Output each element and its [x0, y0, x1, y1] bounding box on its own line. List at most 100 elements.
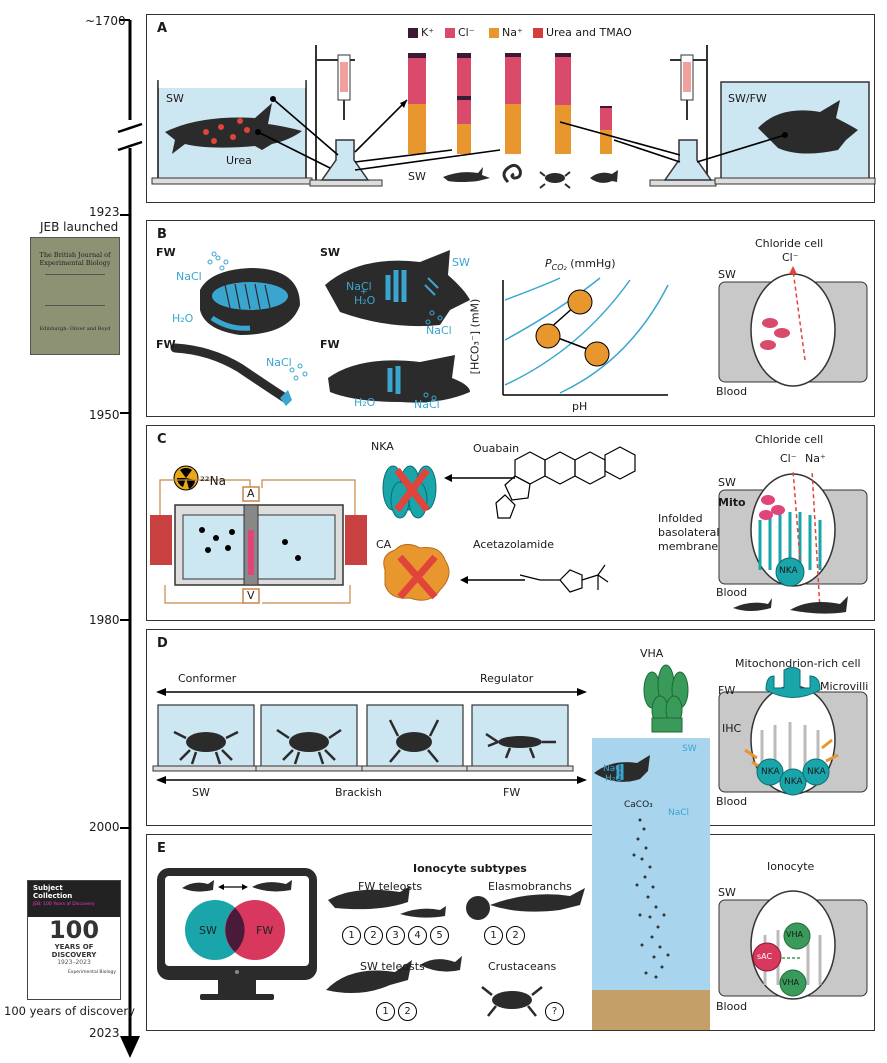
c-blood: Blood — [716, 586, 748, 599]
num-circle: 4 — [408, 926, 427, 945]
d-fw: FW — [503, 786, 521, 799]
e-ionocyte-subtypes: Ionocyte subtypes — [413, 862, 527, 875]
d-brackish: Brackish — [335, 786, 382, 799]
e-ionocyte: Ionocyte — [767, 860, 815, 873]
legend-cl: Cl⁻ — [458, 26, 475, 39]
b-h2o3: H₂O — [354, 396, 376, 409]
num-circle: ? — [545, 1002, 564, 1021]
d-vha: VHA — [640, 647, 664, 660]
num-circle: 1 — [376, 1002, 395, 1021]
d-sw: SW — [192, 786, 210, 799]
d-fish-caco3: CaCO₃ — [624, 800, 653, 810]
c-na22: ²²Na — [200, 474, 226, 488]
e-elasmobranchs: Elasmobranchs — [488, 880, 572, 893]
b-fw3: FW — [320, 338, 340, 351]
b-h2o2: H₂O — [354, 294, 376, 307]
e-ocean-fish-icon — [594, 755, 650, 782]
e-fw-teleosts: FW teleosts — [358, 880, 423, 893]
collection-subtitle: JEB: 100 Years of Discovery — [33, 902, 95, 907]
collection-100: 100 — [48, 916, 100, 944]
e-fw-numbers: 1 2 3 4 5 — [342, 926, 449, 945]
b-pco2-p: P — [545, 257, 552, 270]
year-1950: 1950 — [89, 408, 120, 422]
num-circle: 5 — [430, 926, 449, 945]
journal-cover: The British Journal of Experimental Biol… — [30, 237, 120, 355]
c-infolded1: Infolded — [658, 512, 703, 525]
panel-c-label: C — [157, 432, 167, 447]
e-sac: sAC — [757, 952, 773, 961]
b-nacl4: NaCl — [414, 398, 440, 411]
d-fish-sw: SW — [682, 744, 697, 754]
d-conformer: Conformer — [178, 672, 237, 685]
c-ouabain: Ouabain — [473, 442, 520, 455]
d-fish-h2o: H₂O — [605, 774, 623, 784]
urea-label: Urea — [226, 154, 252, 167]
c-infolded2: basolateral — [658, 526, 720, 539]
e-ocean-fish — [592, 755, 652, 795]
c-V: V — [247, 589, 255, 602]
year-1980: 1980 — [89, 613, 120, 627]
c-ca: CA — [376, 538, 392, 551]
journal-cover-lines — [45, 273, 105, 306]
c-na: Na⁺ — [805, 452, 826, 465]
d-regulator: Regulator — [480, 672, 534, 685]
d-ihc: IHC — [722, 722, 742, 735]
e-venn-sw: SW — [199, 924, 217, 937]
b-fw1: FW — [156, 246, 176, 259]
num-circle: 1 — [484, 926, 503, 945]
legend-k: K⁺ — [421, 26, 435, 39]
collection-header: Subject Collection JEB: 100 Years of Dis… — [28, 881, 120, 917]
collection-years: YEARS OF — [54, 943, 94, 951]
e-elasmo-numbers: 1 2 — [484, 926, 525, 945]
panel-b-label: B — [157, 227, 167, 242]
tank-right-label: SW/FW — [728, 92, 767, 105]
collection-line2: Collection — [33, 892, 73, 900]
e-blood: Blood — [716, 1000, 748, 1013]
b-h2o1: H₂O — [172, 312, 194, 325]
panel-d-label: D — [157, 636, 168, 651]
b-pco2: PCO₂ (mmHg) — [545, 257, 616, 272]
b-nacl-h2o: NaCl — [346, 280, 372, 293]
panel-e-label: E — [157, 841, 166, 856]
d-microvilli: Microvilli — [820, 680, 869, 693]
num-circle: 3 — [386, 926, 405, 945]
e-swt-numbers: 1 2 — [376, 1002, 417, 1021]
b-pco2-unit: (mmHg) — [570, 257, 616, 270]
e-caco3-particles — [620, 815, 680, 990]
legend-urea: Urea and TMAO — [546, 26, 632, 39]
collection-line1: Subject — [33, 884, 63, 892]
num-circle: 2 — [398, 1002, 417, 1021]
b-sw-blue: SW — [452, 256, 470, 269]
d-fish-nacl2: NaCl — [668, 808, 690, 818]
b-blood: Blood — [716, 385, 748, 398]
year-1700: ~1700 — [85, 14, 126, 28]
b-nacl3: NaCl — [266, 356, 292, 369]
b-xaxis: pH — [572, 400, 588, 413]
jeb-launched: JEB launched — [40, 220, 119, 234]
d-nka-2: NKA — [784, 777, 803, 787]
b-chloride-cell: Chloride cell — [755, 237, 824, 250]
c-cl: Cl⁻ — [780, 452, 797, 465]
collection-journal: Experimental Biology — [67, 970, 116, 975]
b-cell-sw: SW — [718, 268, 736, 281]
d-mrc: Mitochondrion-rich cell — [735, 657, 861, 670]
c-A: A — [247, 487, 255, 500]
e-crust-numbers: ? — [545, 1002, 564, 1021]
tank-left-label: SW — [166, 92, 184, 105]
num-circle: 2 — [506, 926, 525, 945]
collection-discovery: DISCOVERY — [51, 951, 97, 959]
year-1923: 1923 — [89, 205, 120, 219]
b-pco2-sub: CO₂ — [551, 263, 567, 273]
year-2000: 2000 — [89, 820, 120, 834]
d-cell-fw: FW — [718, 684, 736, 697]
hundred-years-label: 100 years of discovery — [4, 1004, 135, 1018]
e-vha-1: VHA — [786, 930, 803, 939]
b-plus: + — [360, 287, 368, 297]
num-circle: 2 — [364, 926, 383, 945]
sw-bar-label: SW — [408, 170, 426, 183]
e-crustaceans: Crustaceans — [488, 960, 557, 973]
